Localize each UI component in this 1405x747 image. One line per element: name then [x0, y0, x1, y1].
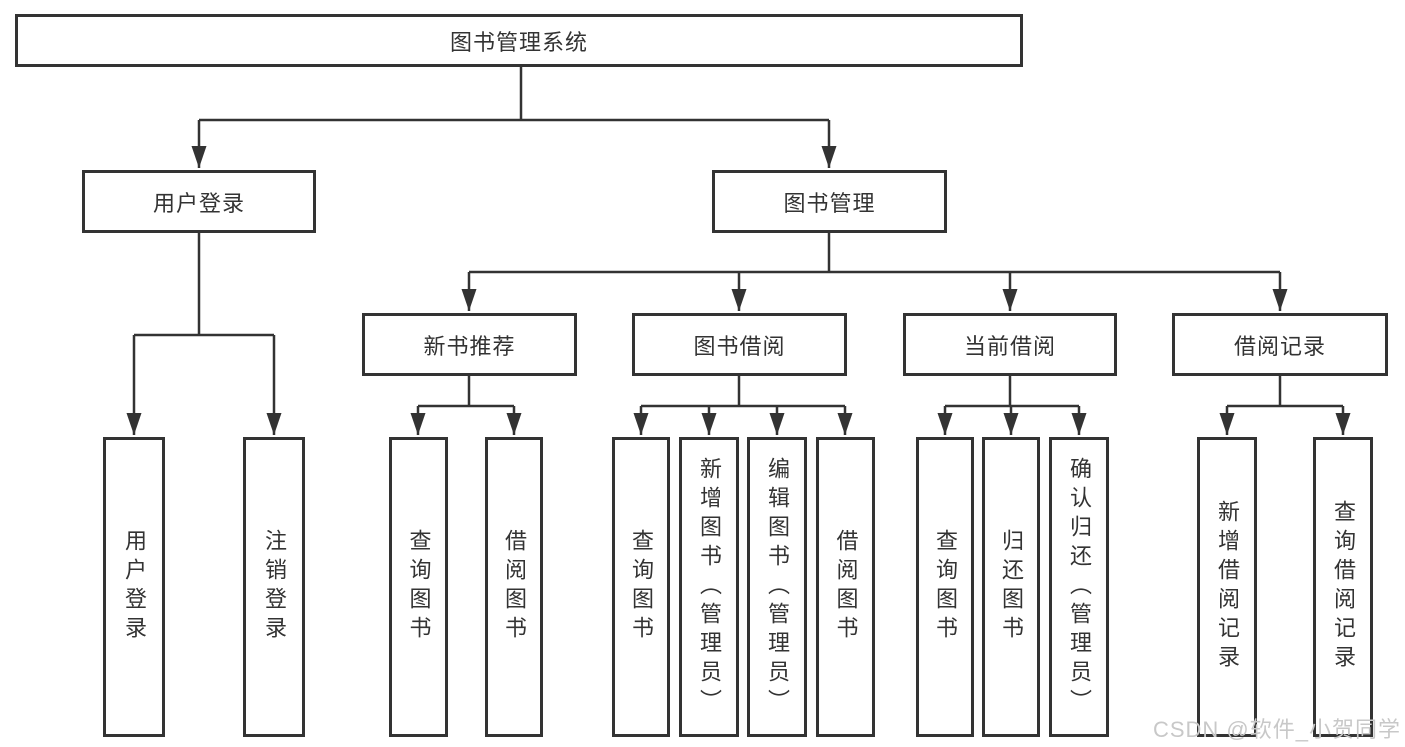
node-current-borrowing: 当前借阅: [903, 313, 1117, 376]
node-leaf-bb-add-books-admin: 新增图书（管理员）: [679, 437, 739, 737]
node-leaf-nbr-borrow-books: 借阅图书: [485, 437, 543, 737]
node-book-borrowing: 图书借阅: [632, 313, 847, 376]
node-borrow-records: 借阅记录: [1172, 313, 1388, 376]
node-leaf-bb-edit-books-admin: 编辑图书（管理员）: [747, 437, 807, 737]
node-leaf-user-login: 用户登录: [103, 437, 165, 737]
node-leaf-nbr-query-books: 查询图书: [389, 437, 448, 737]
node-leaf-cb-query-books: 查询图书: [916, 437, 974, 737]
csdn-watermark: CSDN @软件_小贺同学: [1152, 717, 1401, 742]
node-leaf-logout: 注销登录: [243, 437, 305, 737]
node-leaf-br-query-record: 查询借阅记录: [1313, 437, 1373, 737]
node-leaf-cb-confirm-return-admin: 确认归还（管理员）: [1049, 437, 1109, 737]
node-leaf-cb-return-books: 归还图书: [982, 437, 1040, 737]
node-book-management: 图书管理: [712, 170, 947, 233]
node-leaf-bb-query-books: 查询图书: [612, 437, 670, 737]
node-leaf-bb-borrow-books: 借阅图书: [816, 437, 875, 737]
node-new-book-recommendation: 新书推荐: [362, 313, 577, 376]
node-root-system: 图书管理系统: [15, 14, 1023, 67]
node-user-login: 用户登录: [82, 170, 316, 233]
node-leaf-br-add-record: 新增借阅记录: [1197, 437, 1257, 737]
